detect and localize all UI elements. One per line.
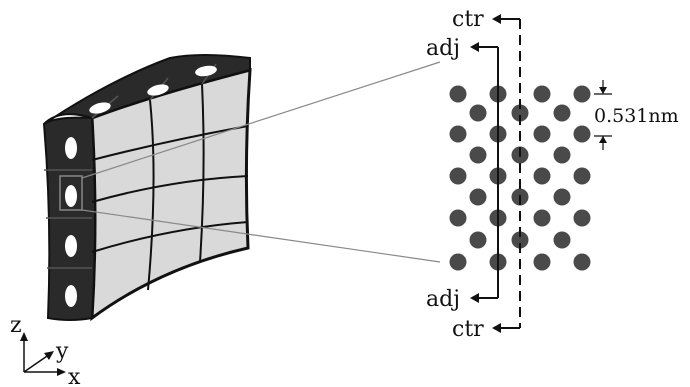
axes-triad: z y x	[10, 313, 81, 387]
porous-block	[42, 54, 252, 322]
pore-hole	[195, 65, 217, 77]
ctr-bottom-arrowhead	[492, 323, 501, 333]
atom	[533, 253, 551, 271]
ctr-bottom-label: ctr	[452, 317, 484, 342]
ctr-top-arrowhead	[492, 14, 501, 24]
x-axis-arrowhead	[57, 368, 66, 376]
front-grid-line	[91, 175, 249, 203]
pore-hole	[65, 285, 77, 307]
spacing-label: 0.531nm	[594, 105, 679, 127]
atom	[469, 104, 487, 122]
front-grid-line	[91, 221, 249, 253]
pore-hole	[89, 102, 111, 114]
adj-bottom-label: adj	[426, 287, 460, 312]
atom-lattice	[449, 85, 591, 271]
pore-hole	[65, 235, 77, 257]
front-grid-line	[199, 83, 205, 263]
atom	[573, 209, 591, 227]
atom	[469, 146, 487, 164]
zoom-line-top	[81, 61, 441, 179]
z-axis-label: z	[10, 313, 22, 338]
atom	[511, 231, 529, 249]
y-axis-label: y	[55, 339, 69, 364]
pore-hole	[65, 185, 77, 207]
adj-top-arrowhead	[470, 42, 479, 52]
block-left-face	[42, 116, 96, 321]
atom	[553, 104, 571, 122]
selection-box	[59, 175, 83, 211]
spacing-arrowhead-top	[599, 87, 607, 94]
atom	[533, 125, 551, 143]
y-axis	[23, 353, 51, 373]
atom	[553, 188, 571, 206]
atom	[469, 188, 487, 206]
spacing-arrowhead-bottom	[599, 136, 607, 143]
atom	[533, 167, 551, 185]
atom	[449, 209, 467, 227]
atom	[553, 146, 571, 164]
atom	[573, 125, 591, 143]
front-grid-line	[147, 99, 155, 291]
atom	[533, 85, 551, 103]
plane-markers: ctr adj adj ctr	[426, 7, 521, 342]
atom	[469, 231, 487, 249]
atom	[573, 253, 591, 271]
front-grid-line	[91, 125, 249, 161]
atom	[573, 85, 591, 103]
atom	[533, 209, 551, 227]
atom	[573, 167, 591, 185]
y-axis-arrowhead	[44, 351, 54, 360]
zoom-line-bottom	[81, 209, 441, 263]
atom	[449, 167, 467, 185]
adj-bottom-arrowhead	[470, 293, 479, 303]
ctr-top-label: ctr	[452, 7, 484, 32]
spacing-dimension: 0.531nm	[594, 80, 679, 150]
adj-top-label: adj	[426, 36, 460, 61]
x-axis-label: x	[68, 365, 81, 387]
atom	[553, 231, 571, 249]
z-axis-arrowhead	[20, 332, 28, 341]
atom	[449, 125, 467, 143]
pore-hole	[147, 84, 169, 96]
atom	[511, 104, 529, 122]
atom	[449, 85, 467, 103]
atom	[449, 253, 467, 271]
pore-hole	[65, 137, 77, 159]
